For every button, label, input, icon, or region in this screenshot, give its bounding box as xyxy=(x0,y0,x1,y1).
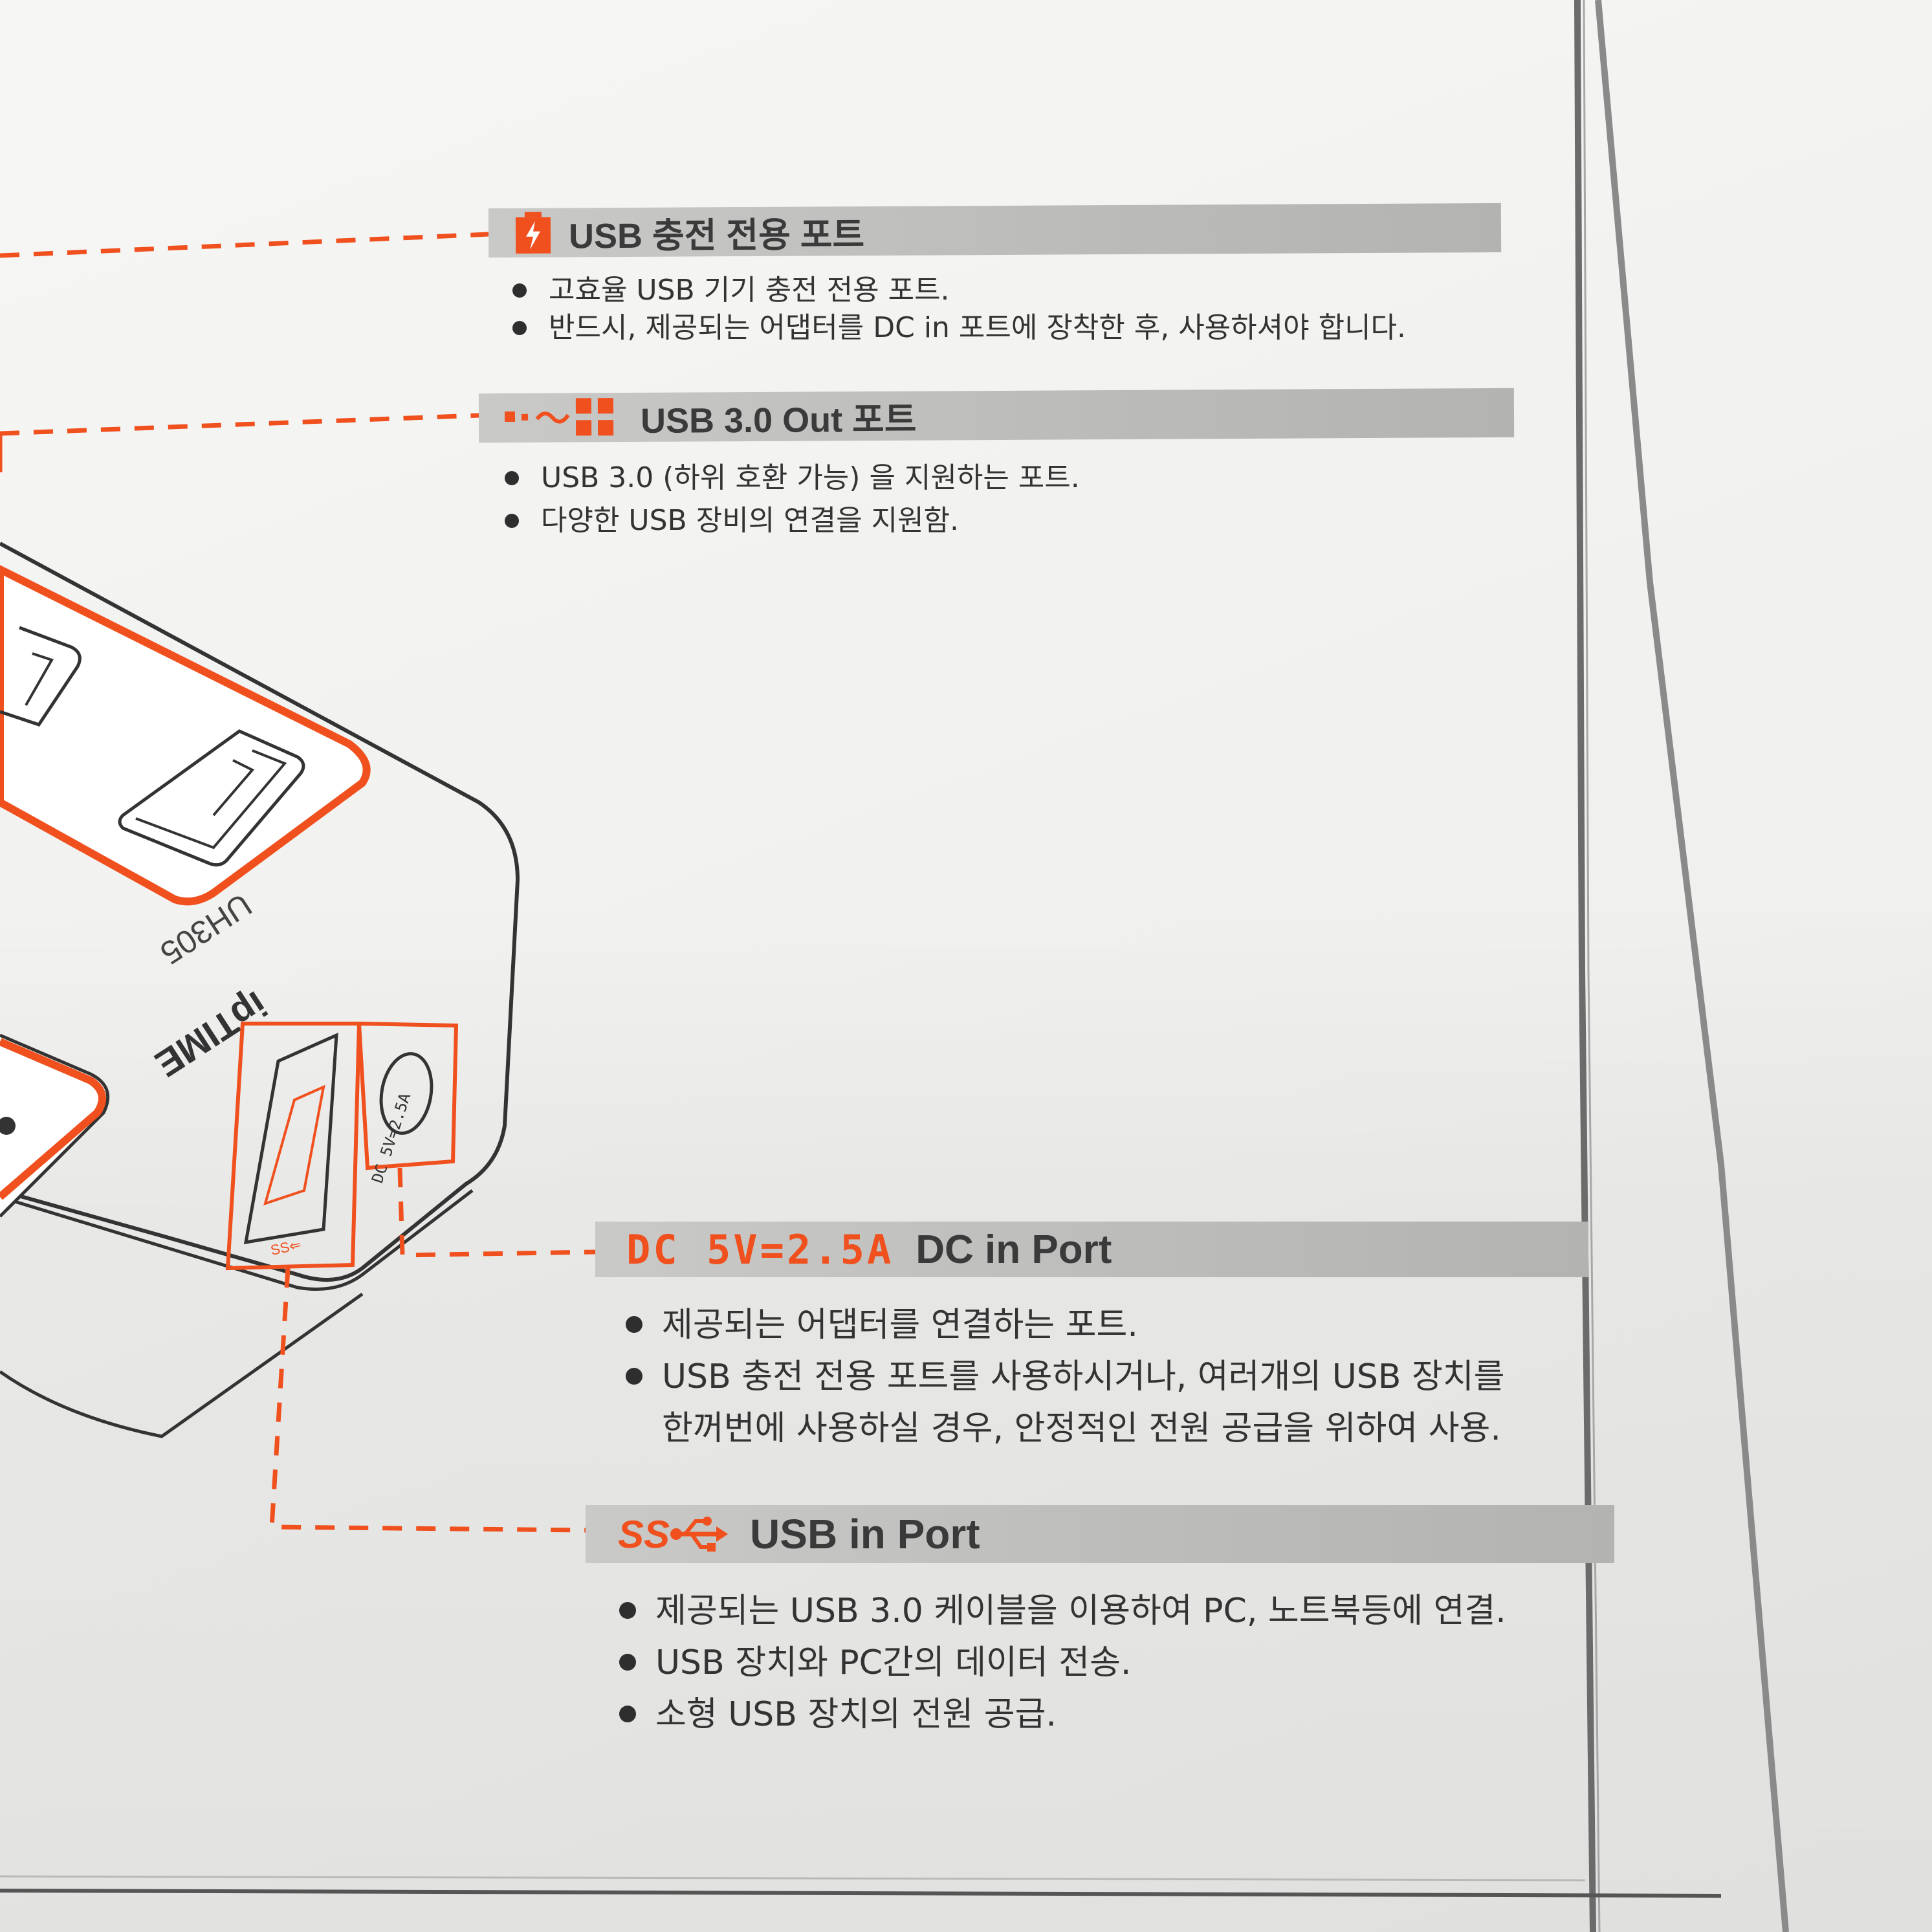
list-item: 소형 USB 장치의 전원 공급. xyxy=(618,1689,1506,1740)
list-item: USB 충전 전용 포트를 사용하시거나, 여러개의 USB 장치를 한꺼번에 … xyxy=(624,1351,1505,1454)
dc-in-title: DC in Port xyxy=(916,1227,1112,1272)
charging-bullets: 고효율 USB 기기 충전 전용 포트. 반드시, 제공되는 어댑터를 DC i… xyxy=(511,272,1406,347)
device-body-outline xyxy=(0,542,520,1282)
shadow-overlay xyxy=(0,893,1932,1932)
leader-dc-in xyxy=(397,1167,596,1258)
charging-title: USB 충전 전용 포트 xyxy=(568,215,865,256)
leader-usb-out xyxy=(0,413,479,436)
dc-rating-label: DC 5V=2.5A xyxy=(368,1090,414,1185)
list-item: USB 장치와 PC간의 데이터 전송. xyxy=(618,1637,1506,1689)
list-item: 다양한 USB 장비의 연결을 지원함. xyxy=(503,502,1080,540)
usb-in-title: USB in Port xyxy=(750,1511,980,1557)
dc-in-bullets: 제공되는 어댑터를 연결하는 포트. USB 충전 전용 포트를 사용하시거나,… xyxy=(624,1299,1505,1454)
list-item: 고효율 USB 기기 충전 전용 포트. xyxy=(511,272,1406,309)
dc-rating-prefix: DC 5V=2.5A xyxy=(626,1225,894,1273)
usb-out-panel xyxy=(0,565,371,906)
list-item: USB 3.0 (하위 호환 가능) 을 지원하는 포트. xyxy=(503,459,1080,497)
dc-in-port-highlight xyxy=(357,1021,459,1170)
leader-usb-in xyxy=(269,1268,586,1533)
usb-out-header: USB 3.0 Out 포트 xyxy=(478,388,1515,443)
svg-text:SS⇐: SS⇐ xyxy=(269,1236,303,1258)
list-item: 제공되는 어댑터를 연결하는 포트. xyxy=(624,1299,1505,1351)
usb-in-bullets: 제공되는 USB 3.0 케이블을 이용하여 PC, 노트북등에 연결. USB… xyxy=(618,1585,1506,1740)
brand-logo: ipTIME xyxy=(148,983,274,1085)
usb-slot xyxy=(118,729,305,867)
leader-charging xyxy=(0,232,489,258)
usb-in-header: SS USB in Port xyxy=(586,1505,1614,1563)
superspeed-label: SS xyxy=(618,1512,670,1556)
usb-out-title: USB 3.0 Out 포트 xyxy=(640,400,917,441)
port-group-icon xyxy=(504,397,621,439)
charging-header: USB 충전 전용 포트 xyxy=(488,203,1502,258)
usb-out-bullets: USB 3.0 (하위 호환 가능) 을 지원하는 포트. 다양한 USB 장비… xyxy=(503,459,1080,540)
list-item: 제공되는 USB 3.0 케이블을 이용하여 PC, 노트북등에 연결. xyxy=(618,1585,1506,1637)
dc-in-header: DC 5V=2.5A DC in Port xyxy=(595,1222,1588,1277)
list-item: 반드시, 제공되는 어댑터를 DC in 포트에 장착한 후, 사용하셔야 합니… xyxy=(511,309,1406,347)
usb-in-port-highlight xyxy=(225,1022,362,1271)
battery-charge-icon xyxy=(515,212,551,254)
usb-superspeed-icon: SS xyxy=(618,1512,729,1557)
